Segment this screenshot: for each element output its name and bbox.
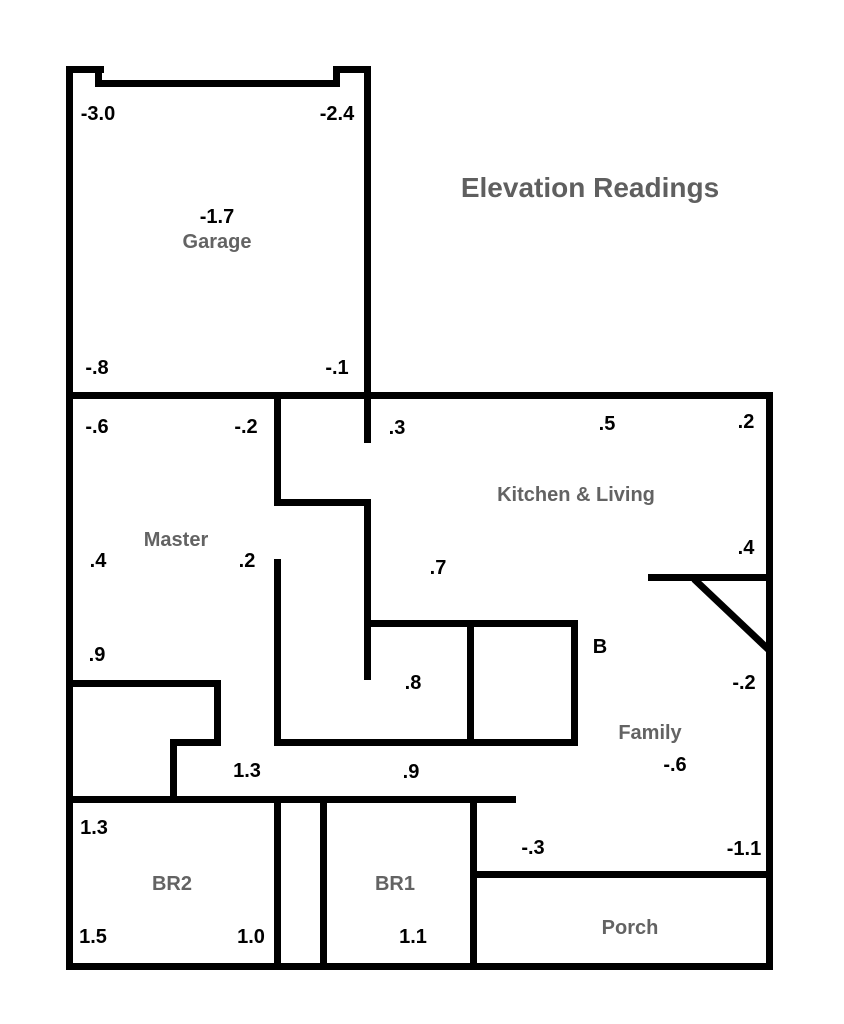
garage-door-right-step	[333, 66, 340, 87]
elevation-reading-garage-bottom-right: -.1	[325, 357, 349, 379]
master-kitchen-wall	[274, 499, 371, 506]
porch-top-wall	[470, 871, 773, 878]
bedrooms-top-wall	[66, 796, 516, 803]
elevation-reading-kitchen-mid: .7	[429, 557, 447, 579]
elevation-reading-br2-bottom-left: 1.5	[79, 926, 107, 948]
door-swing-line	[691, 576, 773, 654]
elevation-reading-master-mid-right: .2	[238, 550, 256, 572]
kitchen-divider-wall	[364, 506, 371, 680]
closet-vertical-1	[214, 680, 221, 746]
elevation-reading-br1-bottom: 1.1	[399, 926, 427, 948]
house-bottom-wall	[66, 963, 773, 970]
bath-right-wall	[571, 620, 578, 746]
elevation-reading-garage-center: -1.7	[199, 206, 235, 228]
br1-right-wall	[470, 803, 477, 970]
closet-vertical-2	[170, 739, 177, 803]
br1-left-wall	[320, 803, 327, 970]
hall-bottom-wall	[274, 739, 578, 746]
elevation-reading-kitchen-top-left: .5	[598, 413, 616, 435]
elevation-reading-br2-top-left: 1.3	[80, 817, 108, 839]
room-label-br2: BR2	[151, 873, 193, 895]
house-top-wall	[66, 392, 773, 399]
elevation-reading-master-top-left: -.6	[85, 416, 109, 438]
room-label-garage: Garage	[182, 231, 252, 253]
entry-wall-stub	[364, 399, 371, 443]
room-label-kitchen-living: Kitchen & Living	[497, 484, 655, 506]
elevation-reading-garage-bottom-left: -.8	[85, 357, 109, 379]
elevation-reading-family-right: -.2	[732, 672, 756, 694]
room-label-porch: Porch	[601, 917, 659, 939]
garage-door-recess	[95, 80, 340, 87]
elevation-reading-br2-bottom-right: 1.0	[237, 926, 265, 948]
elevation-reading-garage-top-right: -2.4	[319, 103, 355, 125]
elevation-reading-garage-top-left: -3.0	[80, 103, 116, 125]
elevation-reading-family-bottom-left: -.3	[521, 837, 545, 859]
elevation-reading-master-bottom-left: .9	[88, 644, 106, 666]
room-label-master: Master	[143, 529, 209, 551]
garage-right-wall	[364, 66, 371, 399]
master-right-wall-lower	[274, 559, 281, 746]
house-left-wall	[66, 66, 73, 970]
garage-top-left-tab	[66, 66, 104, 73]
elevation-reading-master-top-right: -.2	[234, 416, 258, 438]
master-right-wall-upper	[274, 399, 281, 506]
kitchen-shelf-wall	[648, 574, 773, 581]
elevation-reading-entry: .3	[388, 417, 406, 439]
elevation-reading-bath: .8	[404, 672, 422, 694]
room-label-family: Family	[618, 722, 682, 744]
br2-right-wall	[274, 803, 281, 970]
elevation-reading-hall-right: .9	[402, 761, 420, 783]
elevation-reading-family-center: -.6	[663, 754, 687, 776]
elevation-reading-bath-label: B	[592, 636, 608, 658]
room-label-br1: BR1	[374, 873, 416, 895]
elevation-reading-kitchen-top-right: .2	[737, 411, 755, 433]
house-right-wall	[766, 392, 773, 970]
garage-door-left-step	[95, 66, 102, 87]
master-closet-wall	[66, 680, 221, 687]
plan-title: Elevation Readings	[460, 172, 720, 203]
garage-top-right-tab	[333, 66, 371, 73]
closet-step-wall	[170, 739, 221, 746]
elevation-reading-hall-left: 1.3	[233, 760, 261, 782]
bath-divider-wall	[467, 620, 474, 746]
elevation-reading-family-bottom-right: -1.1	[726, 838, 762, 860]
elevation-reading-kitchen-right: .4	[737, 537, 755, 559]
elevation-reading-master-mid-left: .4	[89, 550, 107, 572]
